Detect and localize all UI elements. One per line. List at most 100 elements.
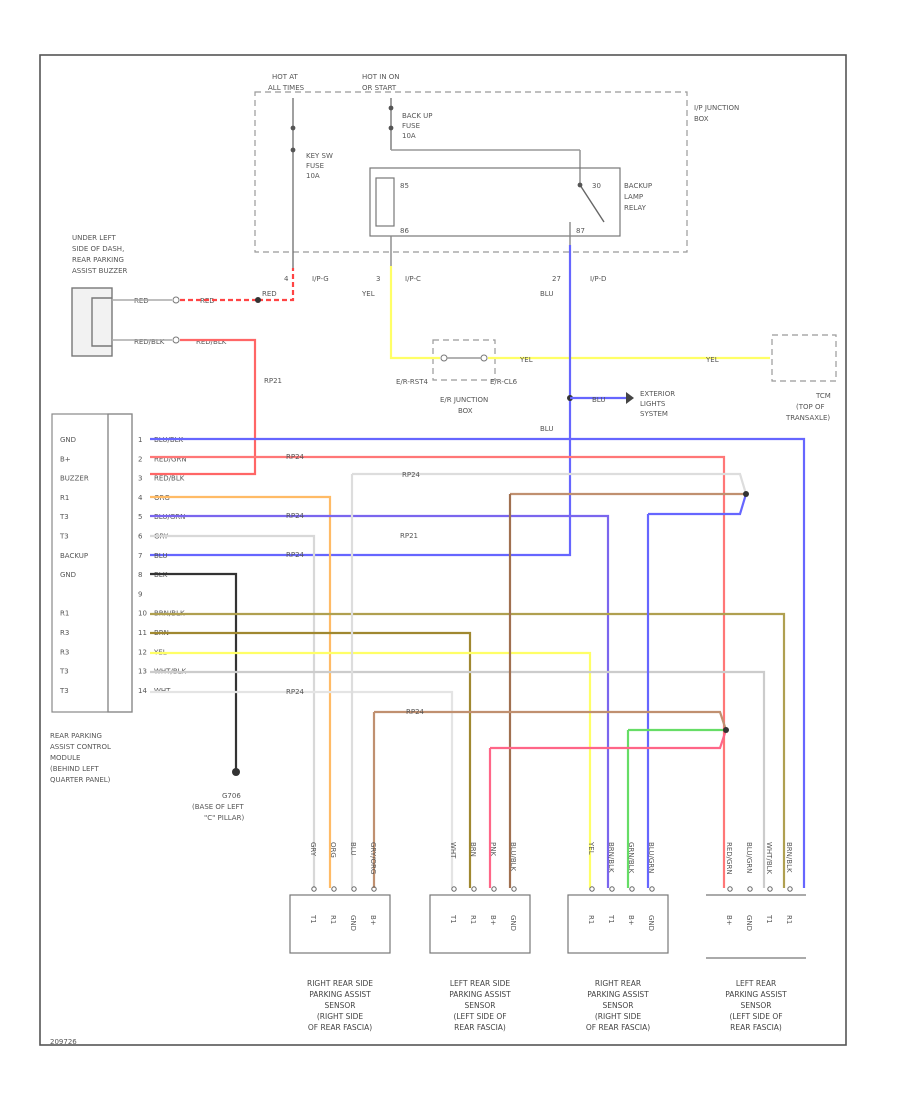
module-pin-label: GND: [60, 571, 76, 579]
relay-label-3: RELAY: [624, 204, 647, 212]
sensor-label-line: (LEFT SIDE OF: [729, 1012, 782, 1021]
module-pin-label: T3: [59, 513, 69, 521]
sensor-pin-connector: [649, 886, 655, 892]
wire-pin14: [150, 690, 454, 888]
buzzer-conn-1: [172, 296, 180, 304]
sensor-pin-label: T1: [607, 914, 615, 924]
backup-fuse-node-mid: [388, 125, 394, 131]
sensor-label-line: OF REAR FASCIA): [586, 1023, 650, 1032]
module-pin-number: 8: [138, 571, 142, 579]
sensor-label-line: (RIGHT SIDE: [317, 1012, 364, 1021]
module-pin-label: T3: [59, 668, 69, 676]
module-label-5: QUARTER PANEL): [50, 776, 111, 784]
sensor-pin-label: B+: [627, 915, 635, 926]
relay-pin-86: 86: [400, 227, 409, 235]
sensor-pin-label: R1: [469, 915, 477, 924]
wire-pin2: [150, 455, 726, 888]
sensor-pin-connector: [371, 886, 377, 892]
sensor-wire-label: PNK: [489, 842, 497, 856]
tag-rp24-2: RP24: [402, 471, 421, 479]
sensor-pin-label: T1: [309, 914, 317, 924]
relay-coil: [375, 177, 395, 227]
ground-label-1: G706: [222, 792, 241, 800]
sensor-pin-label: B+: [489, 915, 497, 926]
sensor-label-line: REAR FASCIA): [730, 1023, 782, 1032]
module-pin-number: 7: [138, 552, 142, 560]
splice-red: [255, 297, 261, 303]
sensor-wire-label: BRN/BLK: [785, 842, 793, 873]
er-label-2: BOX: [458, 407, 473, 415]
tag-rp21-2: RP21: [400, 532, 418, 540]
sensor-label-line: (LEFT SIDE OF: [453, 1012, 506, 1021]
module-pin-number: 2: [138, 455, 142, 463]
buzzer-wire-redblk-color: RED/BLK: [196, 338, 227, 346]
module-label-1: REAR PARKING: [50, 732, 102, 740]
sensor-label-line: (RIGHT SIDE: [595, 1012, 642, 1021]
sensor-label-line: REAR FASCIA): [454, 1023, 506, 1032]
wire-pin6: [150, 534, 316, 888]
module-pin-label: R3: [60, 629, 69, 637]
sensor-wire-label: BLU/GRN: [745, 842, 753, 873]
sensor-wire-label: RED/GRN: [725, 842, 733, 875]
module-pin-number: 13: [138, 668, 147, 676]
sensor-pin-label: R1: [329, 915, 337, 924]
module-pin-label: R3: [60, 648, 69, 656]
sensor-label-line: SENSOR: [465, 1001, 496, 1010]
wire-redblk-buzzer: [150, 338, 257, 476]
tcm-box: [771, 334, 837, 382]
tag-red-1: RED: [262, 290, 277, 298]
sensor-wire-label: BLU: [349, 842, 357, 855]
module-pin-label: GND: [60, 436, 76, 444]
tcm-label-2: (TOP OF: [796, 403, 825, 411]
wire-pin12: [150, 651, 592, 888]
sensor-pin-connector: [491, 886, 497, 892]
er-rst4: E/R-RST4: [396, 378, 428, 386]
sensor-box: [567, 894, 669, 954]
connector-ip-d: I/P-D: [590, 275, 606, 283]
sensor-box: [429, 894, 531, 954]
wire-pin4: [150, 495, 332, 888]
relay-pin-85: 85: [400, 182, 409, 190]
sensor-label-line: LEFT REAR SIDE: [450, 979, 510, 988]
relay-label-1: BACKUP: [624, 182, 652, 190]
wire-splice1-blue: [648, 493, 748, 516]
module-pin-label: T3: [59, 687, 69, 695]
ip-junction-label-1: I/P JUNCTION: [694, 104, 739, 112]
sensor-wire-label: ORG: [329, 842, 337, 858]
module-pin-label: R1: [60, 610, 69, 618]
module-label-2: ASSIST CONTROL: [50, 743, 111, 751]
module-pin-number: 5: [138, 513, 142, 521]
sensor-wire-label: BLU/BLK: [509, 842, 517, 872]
sensor-pin-connector: [767, 886, 773, 892]
sensor-label-line: LEFT REAR: [736, 979, 776, 988]
er-cl6: E/R-CL6: [490, 378, 518, 386]
module-pin-wire-color: RED/BLK: [154, 475, 185, 483]
sensor-pin-label: R1: [785, 915, 793, 924]
module-pin-label: BUZZER: [60, 475, 89, 483]
module-wire-group: [150, 437, 806, 888]
splice-2: [723, 727, 729, 733]
sensor-label-line: RIGHT REAR SIDE: [307, 979, 373, 988]
hot-all-times-2: ALL TIMES: [268, 84, 305, 92]
sensor-wire-label: WHT: [449, 842, 457, 859]
buzzer-label-3: REAR PARKING: [72, 256, 124, 264]
sensor-label-line: RIGHT REAR: [595, 979, 641, 988]
wire-splice2-pnk: [490, 729, 728, 750]
ground-g706: [232, 768, 240, 776]
backup-lamp-relay: [369, 167, 621, 237]
wire-pin11: [150, 631, 472, 888]
module-pin-label: T3: [59, 533, 69, 541]
sensor-wire-label: GRY/ORG: [369, 842, 377, 874]
module-label-3: MODULE: [50, 754, 80, 762]
tcm-label-1: TCM: [815, 392, 831, 400]
sensor-label-line: OF REAR FASCIA): [308, 1023, 372, 1032]
sensor-pin-label: T1: [765, 914, 773, 924]
buzzer-label-4: ASSIST BUZZER: [72, 267, 128, 275]
er-conn-left: [440, 354, 448, 362]
sensor-pin-label: B+: [725, 915, 733, 926]
sensor-label-line: PARKING ASSIST: [309, 990, 371, 999]
wire-pin1: [150, 437, 806, 888]
